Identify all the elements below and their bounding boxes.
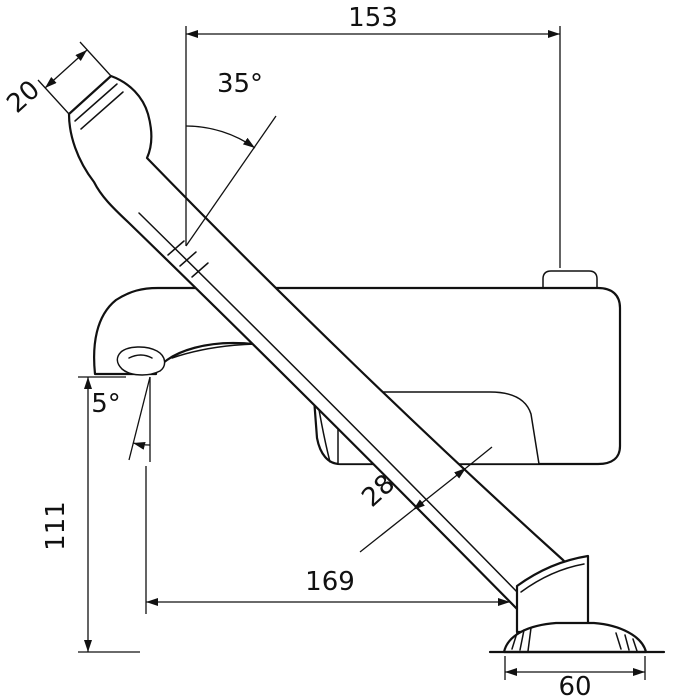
dim-20-extension-bottom [37,79,70,115]
holder-cup-rim [520,563,585,593]
diverter-button [542,270,598,289]
wand-grip-ridge-1 [167,240,185,256]
dim-35deg-angled-line [185,115,277,247]
dim-28-line [412,467,467,511]
dim-5deg-angled-line [128,376,151,461]
dim-5deg-label: 5° [91,389,121,419]
wand-face-line-1 [74,83,118,122]
wand-grip-ridge-3 [191,262,209,278]
wand-grip-ridge-2 [179,251,197,267]
dim-60-label: 60 [558,672,591,700]
escutcheon-hatching [511,627,638,652]
dim-5deg-arc [132,442,151,450]
dim-169-label: 169 [305,567,355,597]
escutcheon-dome [502,621,648,654]
dim-111-label: 111 [41,501,71,551]
dim-20-extension-top [79,41,112,77]
wand-face-line-2 [80,91,124,130]
spout-outlet-inner-line [128,354,153,359]
spout-outlet-nozzle [116,346,166,376]
dim-28-extension-upper [465,446,493,469]
dim-28-extension-lower [359,509,414,553]
wand-inner-contour [138,212,521,596]
holder-cup [515,554,590,634]
dim-35deg-label: 35° [217,69,263,99]
dim-35deg-arc [185,125,256,149]
dim-20-line [44,49,88,89]
wand-holder-base [488,554,666,654]
dim-153-label: 153 [348,3,398,33]
